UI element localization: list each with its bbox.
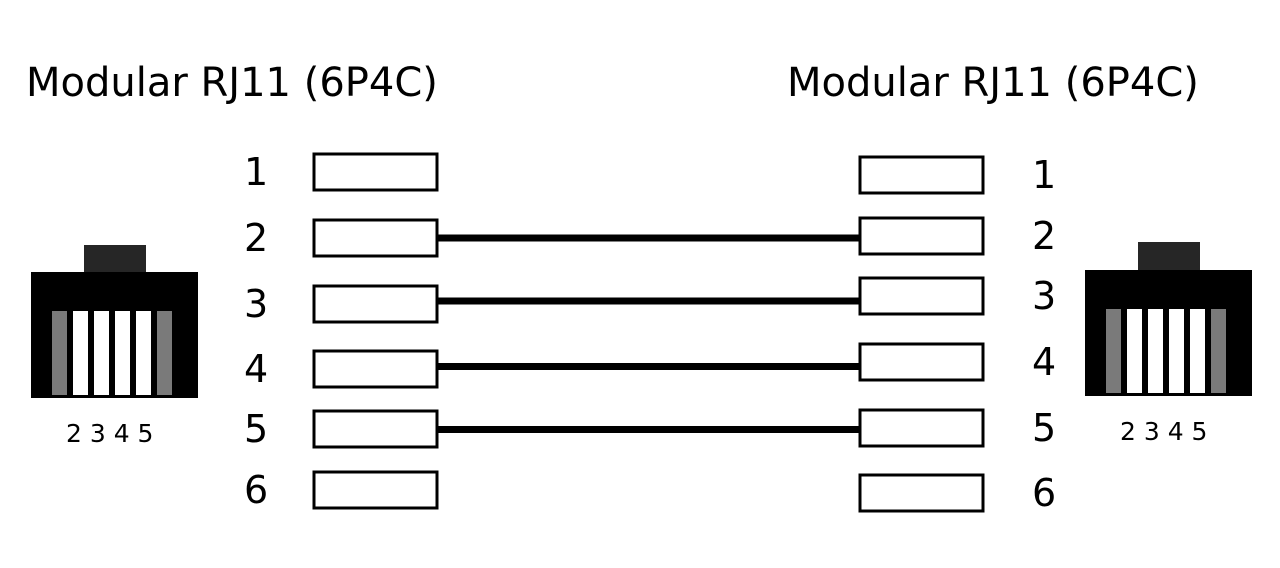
right-connector-title: Modular RJ11 (6P4C) [787, 60, 1199, 106]
plug-latch [1138, 242, 1200, 272]
right-pin-number: 5 [1032, 406, 1056, 450]
right-pin-terminal [858, 473, 985, 513]
left-pin-number: 2 [244, 216, 268, 260]
active-contact [1169, 309, 1184, 393]
left-pin-number: 4 [244, 347, 268, 391]
right-pin-number: 2 [1032, 214, 1056, 258]
inactive-contact [1211, 309, 1226, 393]
left-pin-terminal [312, 470, 439, 510]
left-pin-number: 3 [244, 282, 268, 326]
active-contact [94, 311, 109, 395]
inactive-contact [157, 311, 172, 395]
plug-contacts [52, 311, 172, 395]
inactive-contact [1106, 309, 1121, 393]
rj11-plug-icon-left [31, 245, 198, 398]
right-pin-terminal [858, 155, 985, 195]
left-pin-number: 6 [244, 468, 268, 512]
active-contact [115, 311, 130, 395]
left-pin-terminal [312, 349, 439, 389]
right-contact-labels: 2 3 4 5 [1120, 417, 1207, 446]
plug-contacts [1106, 309, 1226, 393]
active-contact [1127, 309, 1142, 393]
plug-latch [84, 245, 146, 275]
left-pin-number: 5 [244, 407, 268, 451]
active-contact [136, 311, 151, 395]
active-contact [1190, 309, 1205, 393]
right-pin-number: 1 [1032, 153, 1056, 197]
right-pin-number: 3 [1032, 274, 1056, 318]
rj11-plug-icon-right [1085, 242, 1252, 396]
right-pin-terminal [858, 276, 985, 316]
right-pin-number: 6 [1032, 471, 1056, 515]
left-pin-terminal [312, 152, 439, 192]
active-contact [73, 311, 88, 395]
right-pin-terminal [858, 216, 985, 256]
left-pin-terminal [312, 284, 439, 324]
left-pin-number: 1 [244, 150, 268, 194]
left-pin-terminal [312, 218, 439, 258]
inactive-contact [52, 311, 67, 395]
left-contact-labels: 2 3 4 5 [66, 419, 153, 448]
right-pin-terminal [858, 342, 985, 382]
left-pin-terminal [312, 409, 439, 449]
left-connector-title: Modular RJ11 (6P4C) [26, 60, 438, 106]
active-contact [1148, 309, 1163, 393]
right-pin-terminal [858, 408, 985, 448]
right-pin-number: 4 [1032, 340, 1056, 384]
